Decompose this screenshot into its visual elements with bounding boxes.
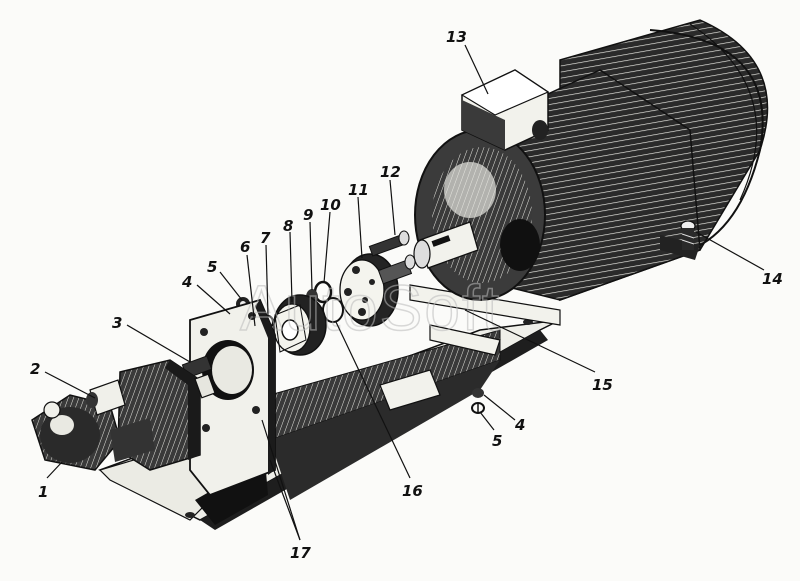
callout-5: 5: [207, 258, 217, 276]
callout-10: 10: [320, 196, 341, 214]
callout-13: 13: [446, 28, 467, 46]
leader-lines: [44, 44, 765, 541]
callout-labels: 1 2 3 4 5 6 7 8 9 10 11 12 13 14 15 4 5 …: [30, 28, 783, 562]
callout-8: 8: [283, 217, 293, 235]
coupling-half-pump-side: [273, 294, 327, 356]
callout-14: 14: [762, 270, 783, 288]
callout-9: 9: [303, 206, 313, 224]
gear-pump: [31, 359, 216, 471]
coupling-half-motor-side: [339, 230, 416, 327]
mounting-plate: [189, 298, 301, 541]
callout-4: 4: [181, 273, 192, 291]
callout-1: 1: [38, 483, 48, 501]
mounting-bolt: [680, 220, 696, 250]
callout-6: 6: [240, 238, 250, 256]
callout-3: 3: [112, 314, 122, 332]
callout-2: 2: [30, 360, 40, 378]
callout-5-lower: 5: [492, 432, 502, 450]
callout-4-lower: 4: [514, 416, 525, 434]
callout-15: 15: [592, 376, 613, 394]
callout-11: 11: [348, 181, 369, 199]
electric-motor: [413, 19, 769, 302]
callout-7: 7: [260, 229, 271, 247]
callout-17: 17: [290, 544, 311, 562]
callout-16: 16: [402, 482, 423, 500]
callout-12: 12: [380, 163, 401, 181]
watermark: AutoSoft: [240, 272, 502, 344]
